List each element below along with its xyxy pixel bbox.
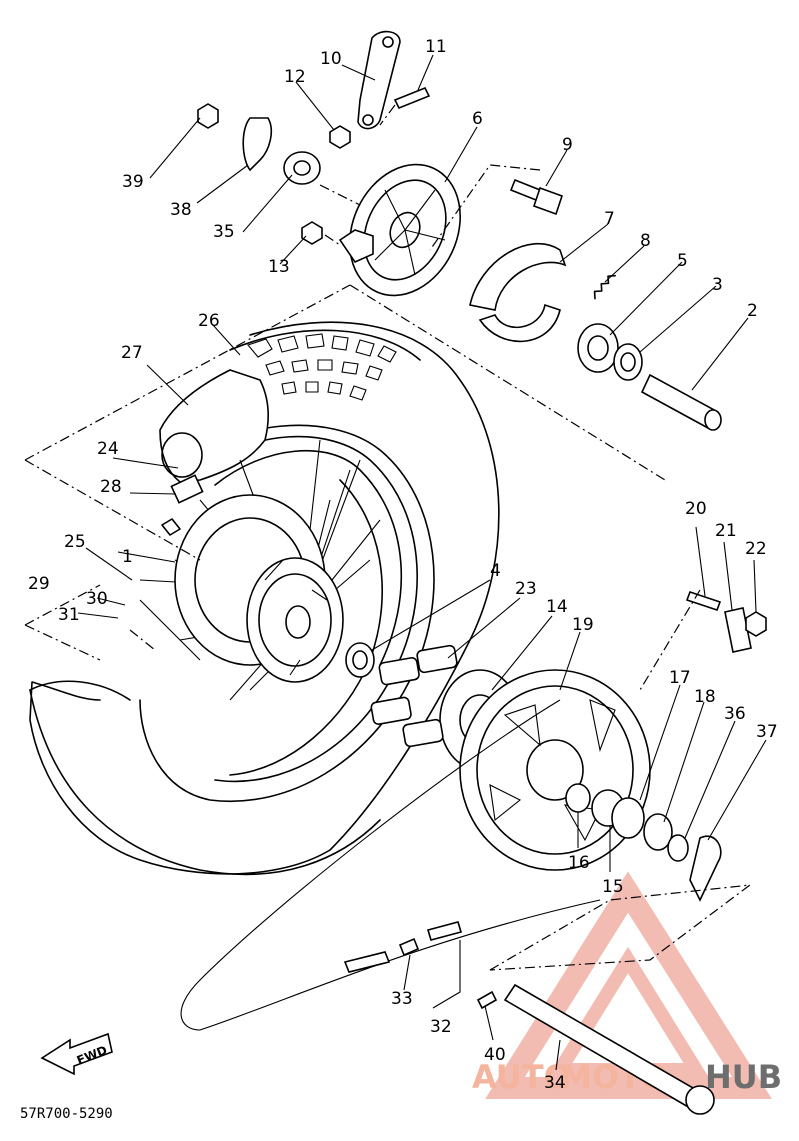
callout-33: 33 <box>391 989 413 1009</box>
callout-3: 3 <box>712 275 723 295</box>
oil-seal-17 <box>611 797 645 839</box>
camshaft <box>509 178 564 216</box>
callout-36: 36 <box>724 704 746 724</box>
callout-11: 11 <box>425 37 447 57</box>
lever-bolt <box>393 86 431 110</box>
callout-38: 38 <box>170 200 192 220</box>
brake-shoes <box>469 243 567 343</box>
callout-18: 18 <box>694 687 716 707</box>
callout-17: 17 <box>669 668 691 688</box>
collar-16 <box>565 783 591 813</box>
callout-1: 1 <box>122 547 133 567</box>
oil-seal <box>577 323 619 373</box>
callout-13: 13 <box>268 257 290 277</box>
wheel-hub <box>174 494 344 683</box>
chain-clip <box>476 990 498 1010</box>
wheel-damper-collar <box>283 151 321 185</box>
chain-adjuster-right <box>689 835 722 902</box>
callout-29: 29 <box>28 574 50 594</box>
callout-23: 23 <box>515 579 537 599</box>
spring <box>593 274 616 300</box>
callout-4: 4 <box>490 561 501 581</box>
valve-nut <box>161 518 181 536</box>
lock-washer <box>724 607 752 653</box>
callout-39: 39 <box>122 172 144 192</box>
watermark-text-hub: HUB <box>705 1058 782 1096</box>
callout-26: 26 <box>198 311 220 331</box>
collar-18 <box>643 813 673 851</box>
drive-chain <box>180 699 601 1031</box>
callout-37: 37 <box>756 722 778 742</box>
drawing-code: 57R700-5290 <box>20 1106 113 1122</box>
axle-spacer <box>640 373 722 431</box>
watermark-text-auto: AUTO <box>472 1058 571 1096</box>
watermark-logo: AUTO MOTO HUB <box>472 871 782 1099</box>
cam-lever <box>357 30 401 130</box>
collar-36 <box>667 834 689 862</box>
callout-12: 12 <box>284 67 306 87</box>
callout-24: 24 <box>97 439 119 459</box>
callout-21: 21 <box>715 521 737 541</box>
inner-tube <box>159 369 270 483</box>
axle-nut <box>197 103 219 129</box>
leader-lines <box>77 54 767 1071</box>
callout-16: 16 <box>568 853 590 873</box>
panel-nut <box>301 221 323 245</box>
callout-34: 34 <box>544 1073 566 1093</box>
callout-31: 31 <box>58 605 80 625</box>
callout-7: 7 <box>604 209 615 229</box>
callout-9: 9 <box>562 135 573 155</box>
lever-nut <box>329 125 351 149</box>
hub-dampers <box>370 644 458 748</box>
callout-5: 5 <box>677 251 688 271</box>
callout-2: 2 <box>747 301 758 321</box>
wheel-axle <box>503 983 715 1115</box>
callout-numbers: 1 2 3 4 5 6 7 8 9 10 11 12 13 14 15 16 1… <box>28 37 778 1093</box>
callout-22: 22 <box>745 539 767 559</box>
callout-8: 8 <box>640 231 651 251</box>
bearing-4 <box>345 642 375 678</box>
callout-14: 14 <box>546 597 568 617</box>
callout-30: 30 <box>86 589 108 609</box>
callout-6: 6 <box>472 109 483 129</box>
stud-bolt <box>685 590 722 612</box>
callout-35: 35 <box>213 222 235 242</box>
guide-lines <box>24 104 753 971</box>
callout-25: 25 <box>64 532 86 552</box>
callout-32: 32 <box>430 1017 452 1037</box>
chain-adjuster-left <box>242 117 272 172</box>
collar-3 <box>613 343 643 381</box>
sprocket-nut <box>745 611 767 637</box>
callout-15: 15 <box>602 877 624 897</box>
callout-28: 28 <box>100 477 122 497</box>
rear-sprocket <box>459 669 651 871</box>
callout-40: 40 <box>484 1045 506 1065</box>
callout-20: 20 <box>685 499 707 519</box>
callout-27: 27 <box>121 343 143 363</box>
fwd-direction-arrow: FWD <box>40 1032 113 1076</box>
callout-19: 19 <box>572 615 594 635</box>
brake-panel <box>338 163 461 297</box>
callout-10: 10 <box>320 49 342 69</box>
